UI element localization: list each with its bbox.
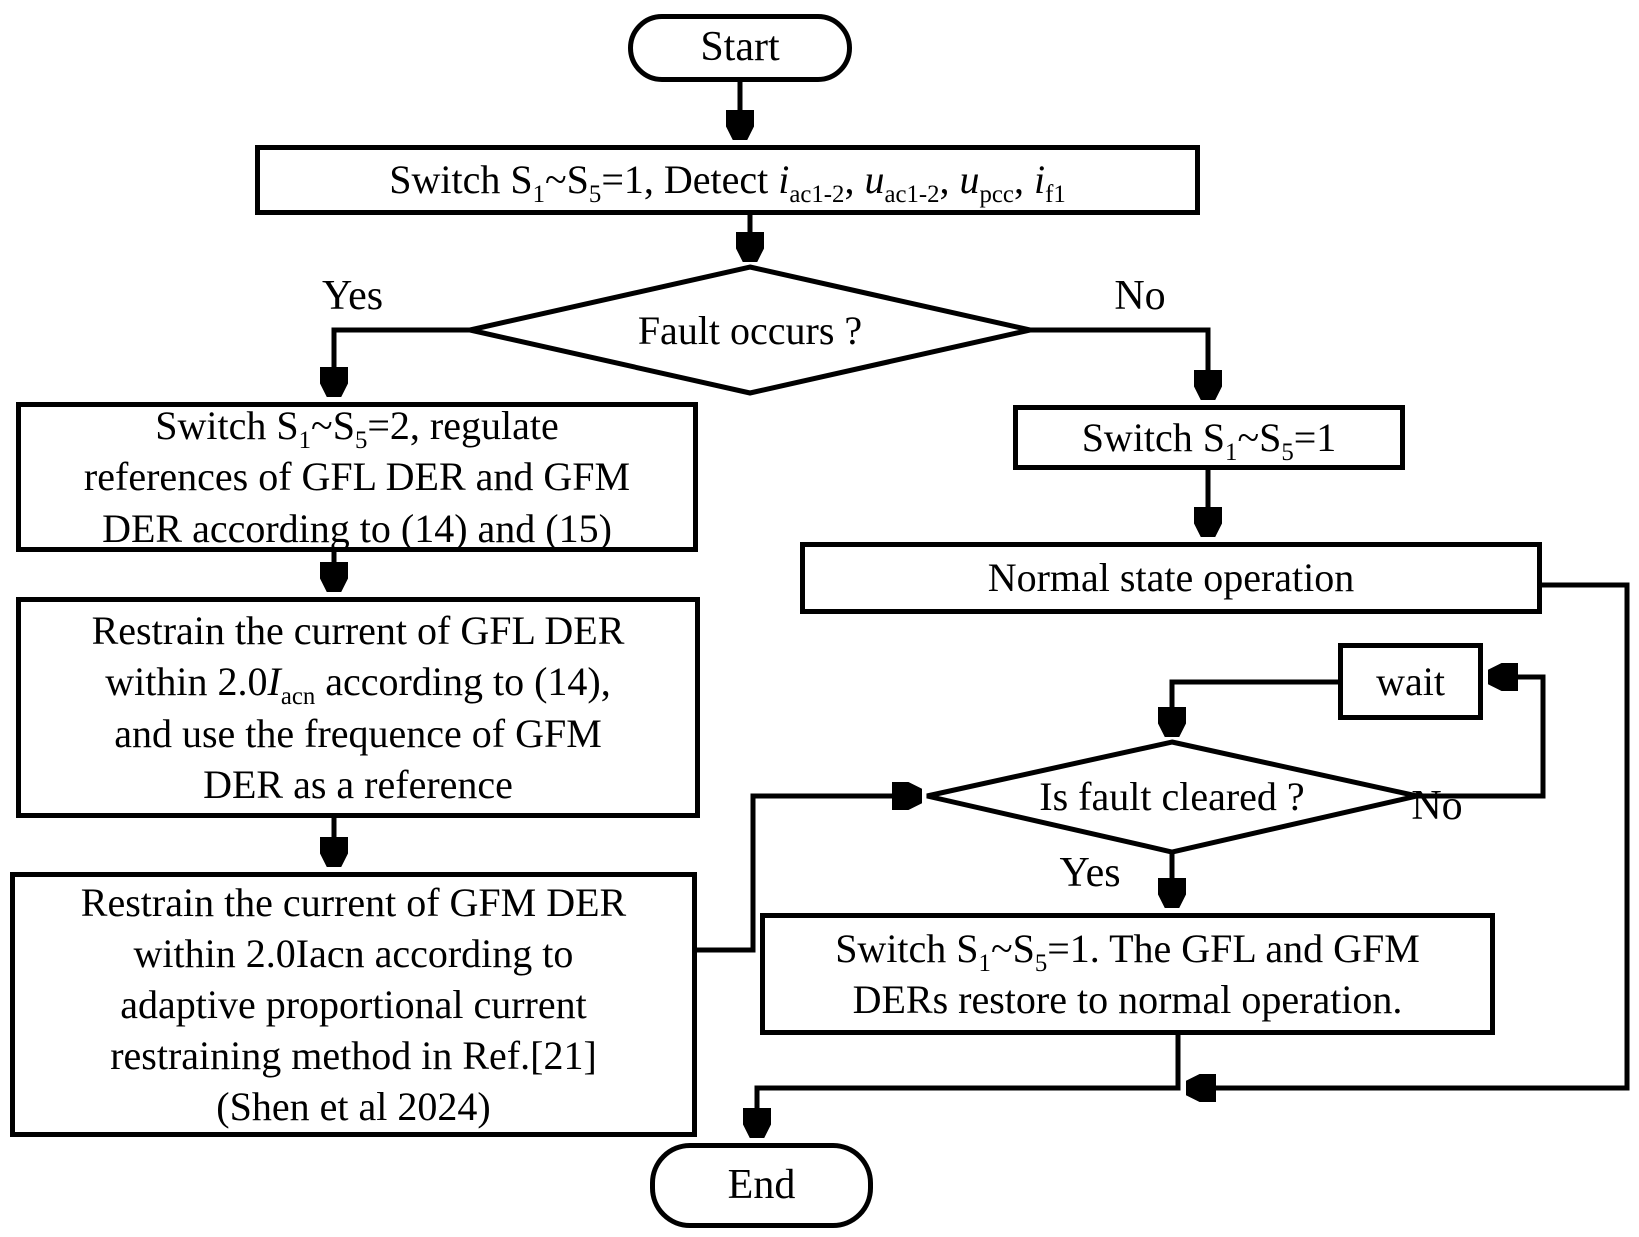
node-end: End — [650, 1143, 873, 1228]
node-detect-text: Switch S1~S5=1, Detect iac1-2, uac1-2, u… — [389, 157, 1066, 209]
node-switch-back: Switch S1~S5=1 — [1013, 405, 1405, 470]
edge-label-yes-1: Yes — [321, 273, 384, 319]
node-wait-label: wait — [1376, 658, 1445, 704]
decision-fault-occurs-shape — [469, 264, 1031, 396]
edge-fault-occurs-no — [1030, 327, 1208, 396]
decision-fault-cleared-label: Is fault cleared ? — [1039, 773, 1305, 819]
edge-normal-op-to-merge — [1190, 582, 1630, 1088]
edge-restore-to-end — [757, 1035, 1181, 1134]
node-normal-op: Normal state operation — [800, 542, 1542, 614]
edge-label-no-1: No — [1114, 273, 1166, 319]
edge-fault-occurs-yes — [334, 327, 470, 393]
node-start: Start — [628, 14, 852, 82]
node-switch-back-text: Switch S1~S5=1 — [1081, 414, 1337, 466]
edge-label-no-2: No — [1411, 783, 1463, 829]
edge-fault-cleared-no-to-wait — [1417, 677, 1546, 799]
node-wait: wait — [1338, 643, 1483, 720]
edge-label-yes-2: Yes — [1059, 850, 1121, 896]
decision-fault-occurs-label: Fault occurs ? — [637, 307, 863, 353]
decision-fault-cleared-shape — [926, 739, 1418, 855]
node-end-label: End — [727, 1161, 796, 1208]
edge-restrain-gfm-to-fault-cleared — [697, 796, 918, 953]
node-start-label: Start — [700, 24, 780, 71]
node-normal-op-label: Normal state operation — [987, 555, 1355, 601]
node-detect: Switch S1~S5=1, Detect iac1-2, uac1-2, u… — [255, 145, 1200, 215]
edge-wait-to-fault-cleared — [1172, 679, 1338, 733]
